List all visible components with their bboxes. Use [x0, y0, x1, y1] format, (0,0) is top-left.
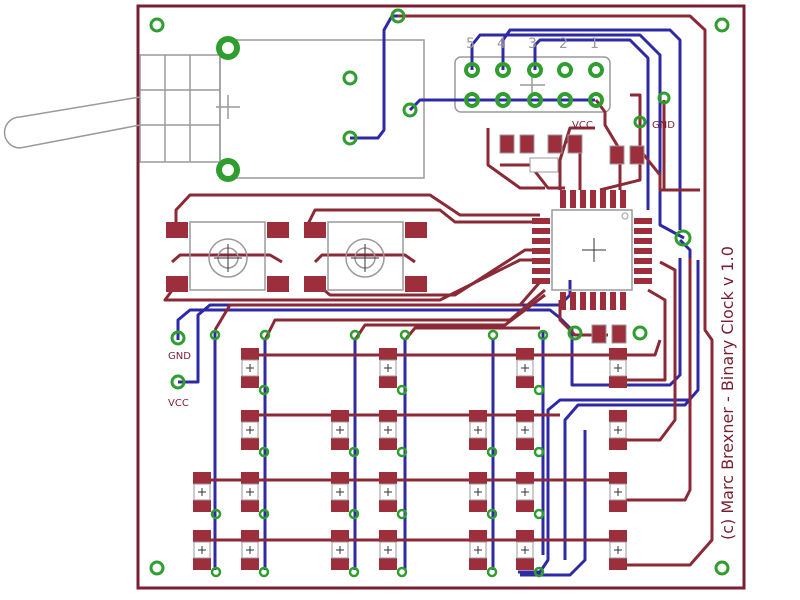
toggle-switch-outline — [3, 39, 425, 179]
column-via-2 — [259, 329, 271, 341]
led-16 — [516, 472, 545, 520]
pin-label-3: 3 — [528, 36, 537, 52]
column-via-4 — [399, 329, 411, 341]
power-pads — [170, 91, 692, 390]
mounting-holes — [149, 17, 730, 576]
led-3 — [516, 348, 545, 396]
column-via-5 — [487, 329, 499, 341]
led-4 — [609, 348, 627, 388]
column-via-6 — [537, 329, 549, 341]
led-5 — [241, 410, 270, 458]
led-7 — [379, 410, 408, 458]
led-11 — [193, 472, 222, 520]
switch-pads — [216, 8, 418, 182]
led-19 — [241, 530, 270, 578]
power-labels: GND VCC VCC GND — [168, 120, 675, 409]
gnd-label-top: GND — [652, 120, 675, 131]
led-20 — [331, 530, 360, 578]
push-button-2 — [304, 221, 427, 292]
pin-label-5: 5 — [466, 36, 475, 52]
smd-capacitors-top — [499, 134, 645, 344]
pin-label-1: 1 — [590, 36, 599, 52]
led-2 — [379, 348, 408, 396]
vcc-label-left: VCC — [168, 398, 189, 409]
led-9 — [516, 410, 545, 458]
pin-label-2: 2 — [559, 36, 568, 52]
push-button-1 — [166, 221, 289, 292]
led-10 — [609, 410, 627, 450]
led-22 — [469, 530, 498, 578]
column-via-3 — [349, 329, 361, 341]
led-24 — [609, 530, 627, 570]
led-21 — [379, 530, 408, 578]
vcc-label-top: VCC — [572, 120, 593, 131]
gnd-label-left: GND — [168, 351, 191, 362]
microcontroller — [532, 190, 652, 310]
led-13 — [331, 472, 360, 520]
led-12 — [241, 472, 270, 520]
header-pads — [464, 62, 604, 108]
led-17 — [609, 472, 627, 512]
column-via-1 — [209, 329, 221, 341]
led-14 — [379, 472, 408, 520]
led-23 — [516, 530, 545, 578]
board-outline — [136, 4, 746, 590]
header-pin-labels: 5 4 3 2 1 — [466, 36, 599, 52]
led-15 — [469, 472, 498, 520]
led-18 — [193, 530, 222, 578]
pin-label-4: 4 — [497, 36, 506, 52]
credit-text: (c) Marc Brexner - Binary Clock v 1.0 — [718, 246, 737, 540]
led-6 — [331, 410, 360, 458]
led-matrix — [193, 329, 627, 578]
led-1 — [241, 348, 270, 396]
led-8 — [469, 410, 498, 458]
